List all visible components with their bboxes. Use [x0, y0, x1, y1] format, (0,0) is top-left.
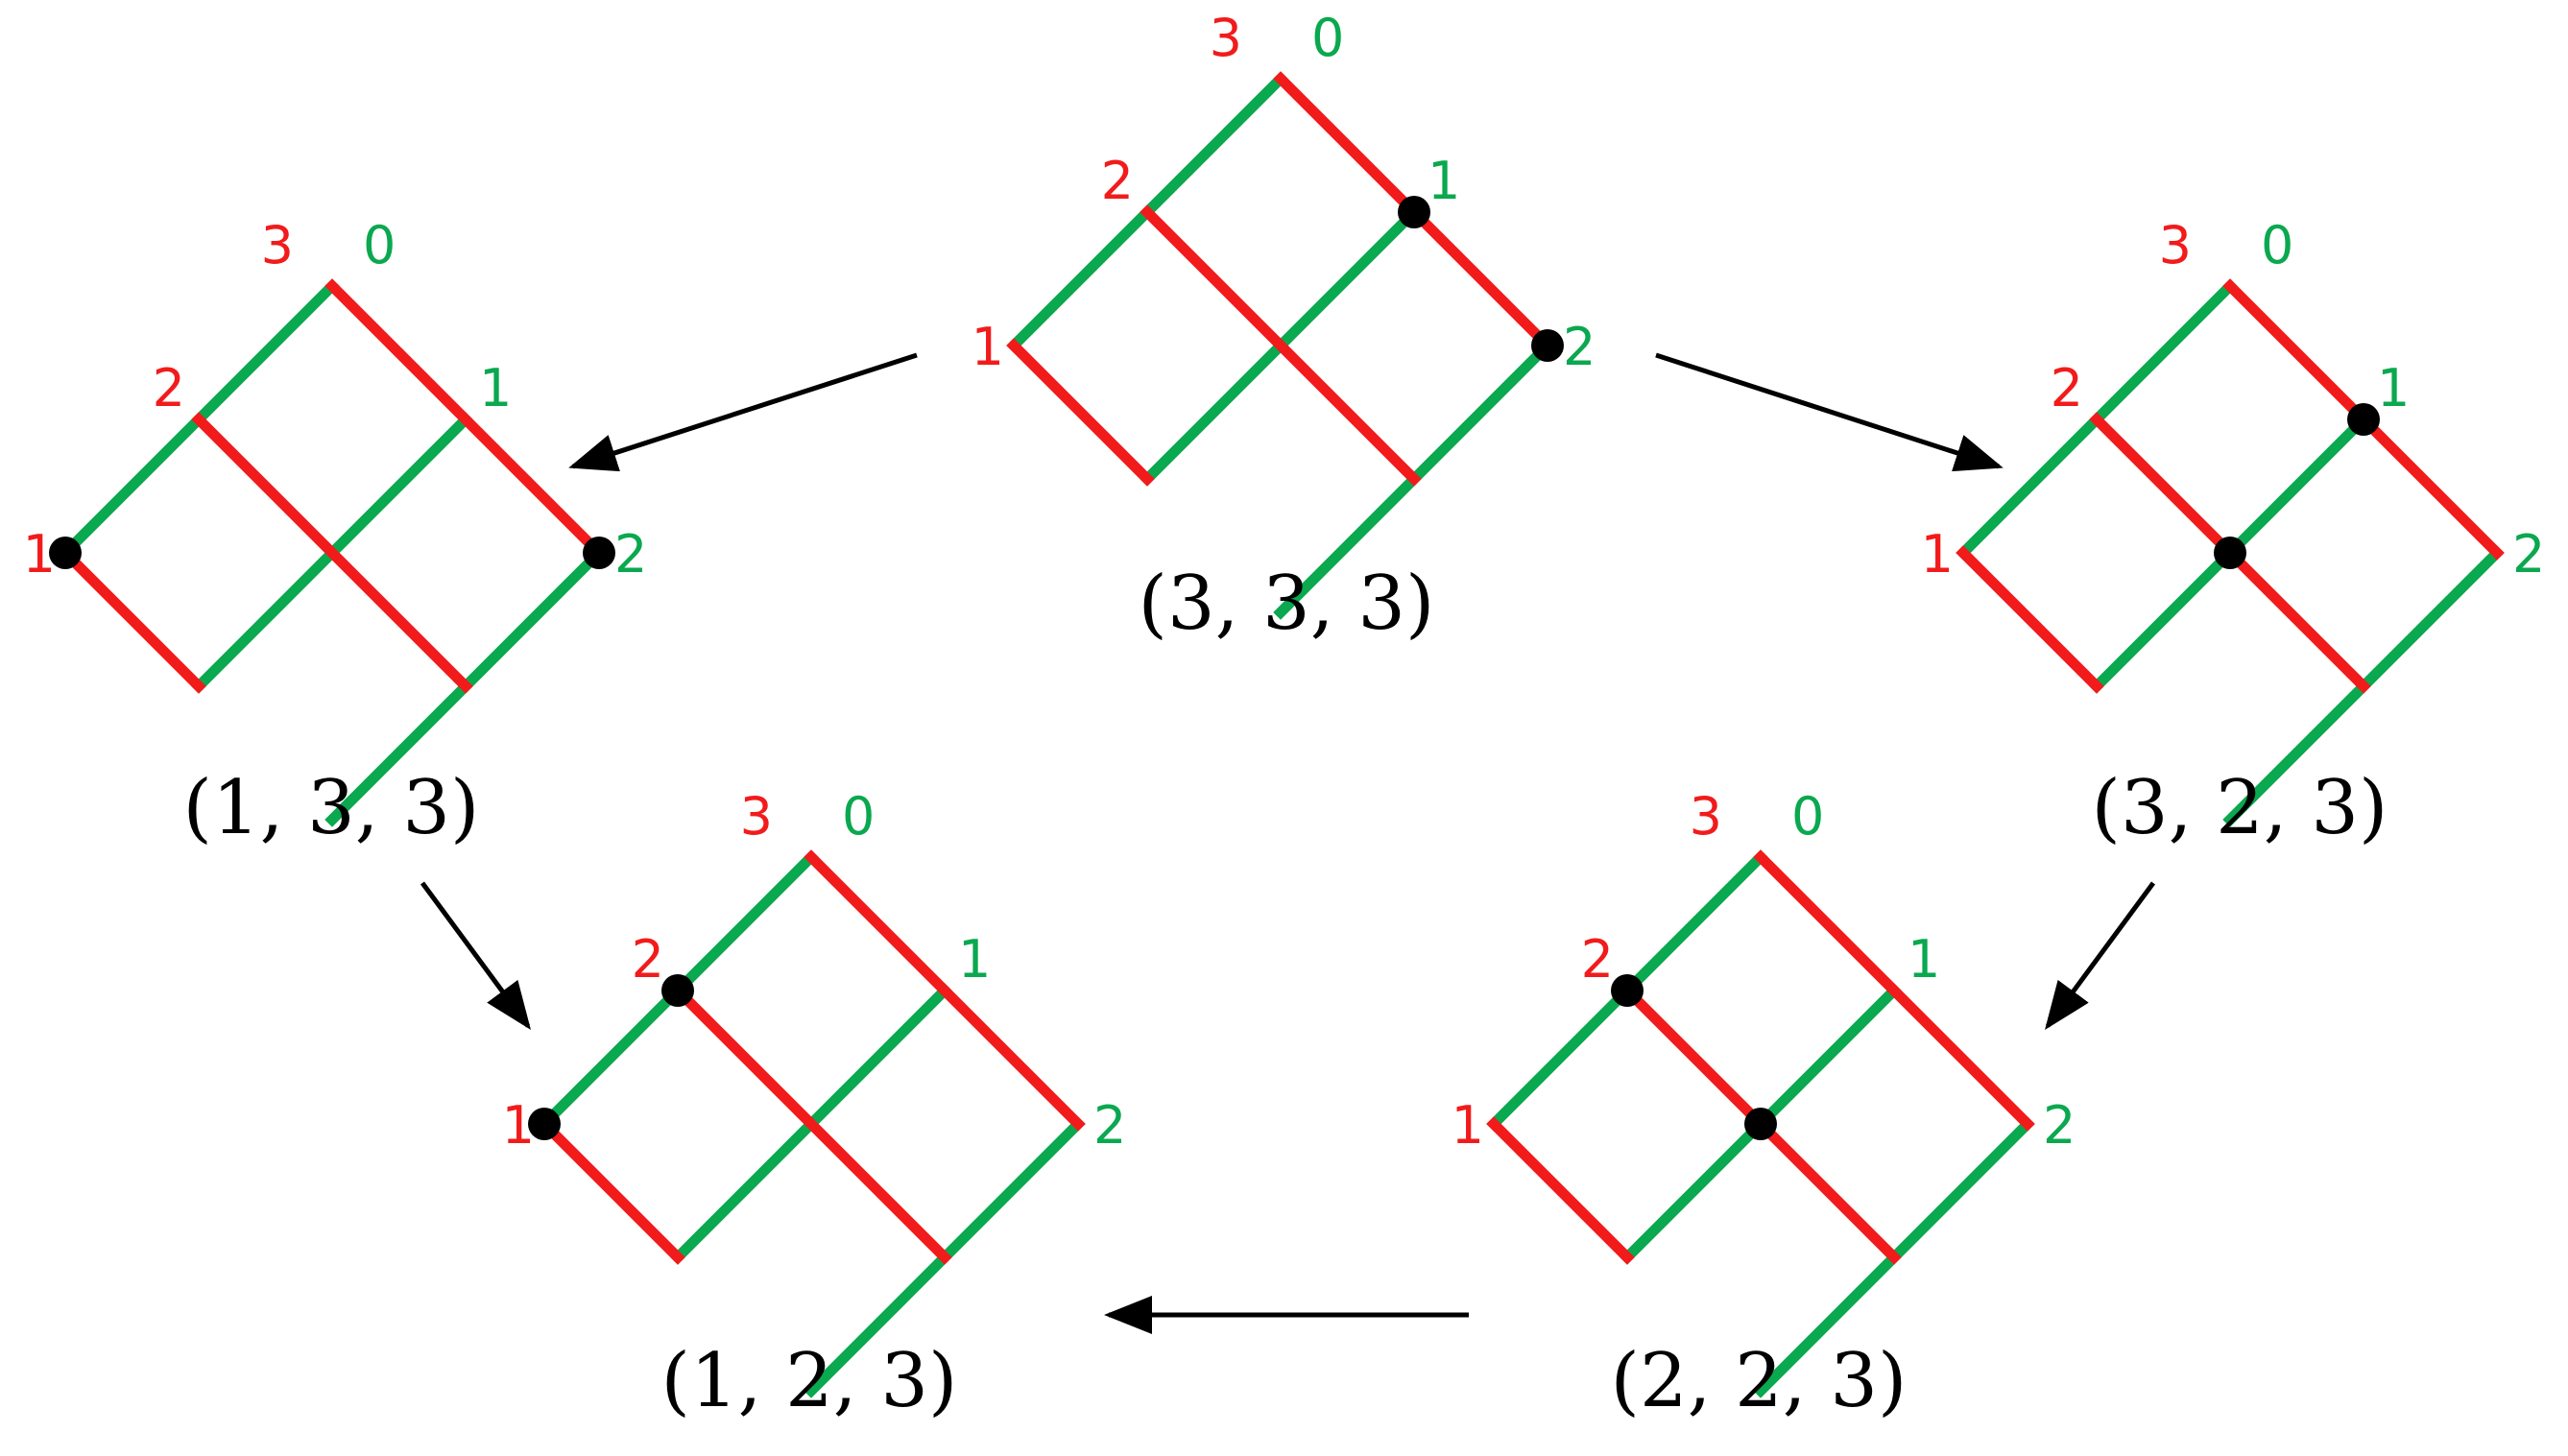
arrow-top-center-to-upper-left — [568, 352, 918, 472]
red-edge-middle — [191, 412, 473, 694]
label-red-left: 2 — [1101, 151, 1134, 211]
dot-center — [1744, 1108, 1777, 1140]
red-edge-bottom-left — [1006, 338, 1155, 487]
label-green-right: 1 — [2377, 358, 2410, 418]
dot-left-upper — [1611, 974, 1644, 1007]
red-edge-middle — [1140, 204, 1422, 487]
label-red-left: 2 — [632, 929, 664, 990]
red-edge-bottom-left — [58, 545, 206, 694]
label-green-far: 2 — [2043, 1095, 2076, 1156]
arrow-top-center-to-upper-right — [1655, 352, 2004, 472]
diagram-top-center: 3 0 2 1 1 2 (3, 3, 3) — [972, 8, 1596, 647]
arrow-upper-left-to-lower-left — [420, 881, 531, 1031]
red-edge-bottom-left — [1486, 1116, 1635, 1265]
label-green-far: 2 — [614, 524, 647, 585]
caption-tuple: (3, 2, 3) — [2092, 765, 2388, 851]
arrows-layer — [420, 352, 2156, 1334]
label-red-top: 3 — [261, 215, 294, 275]
label-green-far: 2 — [1093, 1095, 1126, 1156]
caption-tuple: (1, 2, 3) — [661, 1338, 958, 1424]
red-edge-middle — [670, 983, 952, 1265]
dot-left-far — [528, 1108, 561, 1140]
label-red-top: 3 — [740, 786, 773, 847]
diagram-lower-right: 3 0 2 1 1 2 (2, 2, 3) — [1452, 786, 2076, 1424]
label-red-far: 1 — [1921, 524, 1954, 585]
dot-right-upper — [2347, 403, 2380, 436]
dot-center — [2214, 537, 2246, 569]
arrow-upper-right-to-lower-right — [2045, 881, 2156, 1031]
label-red-top: 3 — [2159, 215, 2192, 275]
label-green-top: 0 — [1311, 8, 1344, 68]
dot-left-upper — [661, 974, 694, 1007]
label-green-top: 0 — [842, 786, 875, 847]
label-red-top: 3 — [1210, 8, 1242, 68]
label-green-right: 1 — [1428, 151, 1460, 211]
label-green-right: 1 — [479, 358, 512, 418]
label-green-top: 0 — [363, 215, 396, 275]
label-red-far: 1 — [972, 317, 1004, 377]
label-red-left: 2 — [153, 358, 185, 418]
caption-tuple: (2, 2, 3) — [1611, 1338, 1908, 1424]
label-red-top: 3 — [1690, 786, 1722, 847]
dot-right-far — [1531, 329, 1564, 362]
red-edge-top-right — [804, 849, 1086, 1132]
label-green-right: 1 — [958, 929, 991, 990]
dot-right-upper — [1398, 196, 1430, 228]
caption-tuple: (3, 3, 3) — [1139, 561, 1435, 647]
diagrams-layer: 3 0 2 1 1 2 (3, 3, 3) 3 0 2 1 1 2 (1, 3, 3) 3 0 2 1 1 2 (3, … — [23, 8, 2546, 1424]
red-edge-top-right — [324, 278, 607, 561]
dot-left-far — [49, 537, 82, 569]
caption-tuple: (1, 3, 3) — [183, 765, 480, 851]
label-red-far: 1 — [1452, 1095, 1484, 1156]
red-edge-bottom-left — [537, 1116, 685, 1265]
label-green-right: 1 — [1908, 929, 1940, 990]
label-red-left: 2 — [1581, 929, 1614, 990]
label-green-far: 2 — [1563, 317, 1596, 377]
red-edge-bottom-left — [1956, 545, 2104, 694]
label-green-top: 0 — [2261, 215, 2293, 275]
label-green-far: 2 — [2512, 524, 2545, 585]
dot-right-far — [583, 537, 615, 569]
label-green-top: 0 — [1791, 786, 1824, 847]
label-red-left: 2 — [2051, 358, 2083, 418]
red-edge-top-right — [1753, 849, 2035, 1132]
diagram-upper-right: 3 0 2 1 1 2 (3, 2, 3) — [1921, 215, 2546, 851]
